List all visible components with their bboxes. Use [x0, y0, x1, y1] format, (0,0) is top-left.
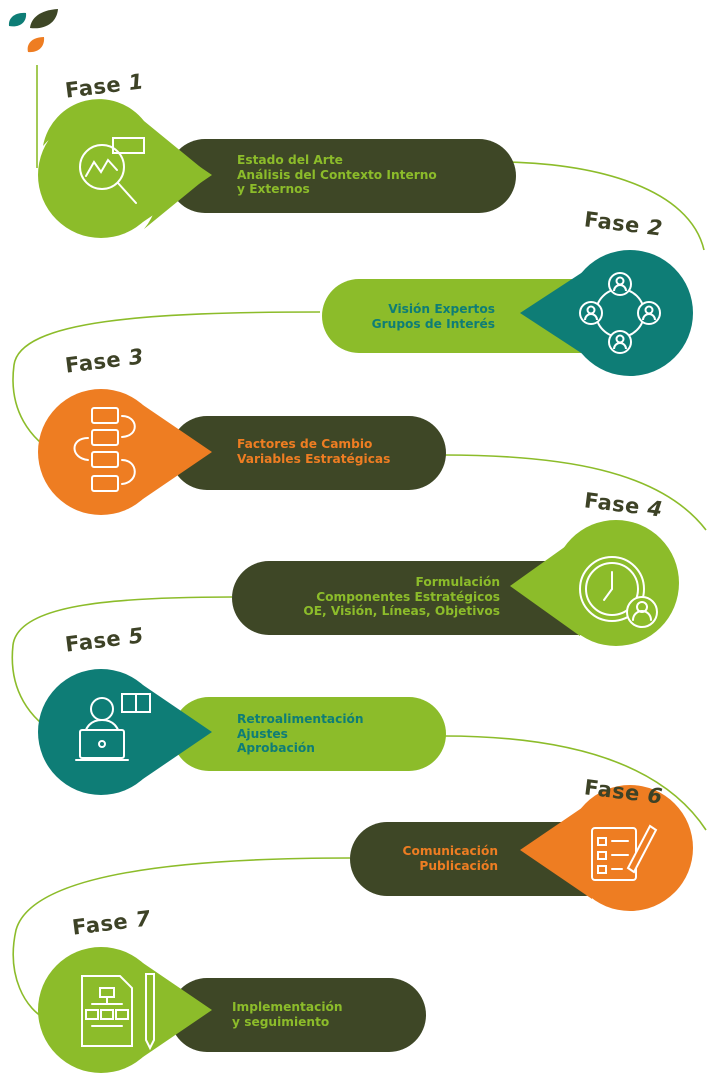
clock-person-icon [579, 556, 658, 628]
phase-1-pill [168, 139, 516, 213]
process-flow-icon [73, 407, 136, 492]
phase-6-text: Comunicación Publicación [402, 844, 498, 873]
phase-1 [38, 99, 516, 238]
phase-3-pill [170, 416, 446, 490]
person-laptop-icon [75, 693, 151, 761]
document-pen-icon [81, 973, 155, 1051]
phase-5 [38, 669, 446, 795]
phase-7-text: Implementación y seguimiento [232, 1000, 343, 1029]
phase-3-text: Factores de Cambio Variables Estratégica… [237, 437, 391, 466]
connector-path [11, 65, 707, 1021]
phase-3 [38, 389, 446, 515]
phase-6 [350, 785, 693, 911]
phase-5-pill [172, 697, 446, 771]
phase-4 [232, 520, 679, 646]
phase-2 [322, 250, 693, 376]
leaf-logo-icon [8, 9, 58, 53]
phase-5-text: Retroalimentación Ajustes Aprobación [237, 712, 364, 755]
phase-4-text: Formulación Componentes Estratégicos OE,… [303, 575, 500, 618]
phase-7-pill [170, 978, 426, 1052]
network-people-icon [579, 272, 661, 354]
phase-2-text: Visión Expertos Grupos de Interés [371, 302, 495, 331]
magnifier-chart-icon [79, 137, 145, 204]
phase-7 [38, 947, 426, 1073]
phase-1-text: Estado del Arte Análisis del Contexto In… [237, 153, 437, 196]
checklist-pencil-icon [591, 824, 658, 881]
